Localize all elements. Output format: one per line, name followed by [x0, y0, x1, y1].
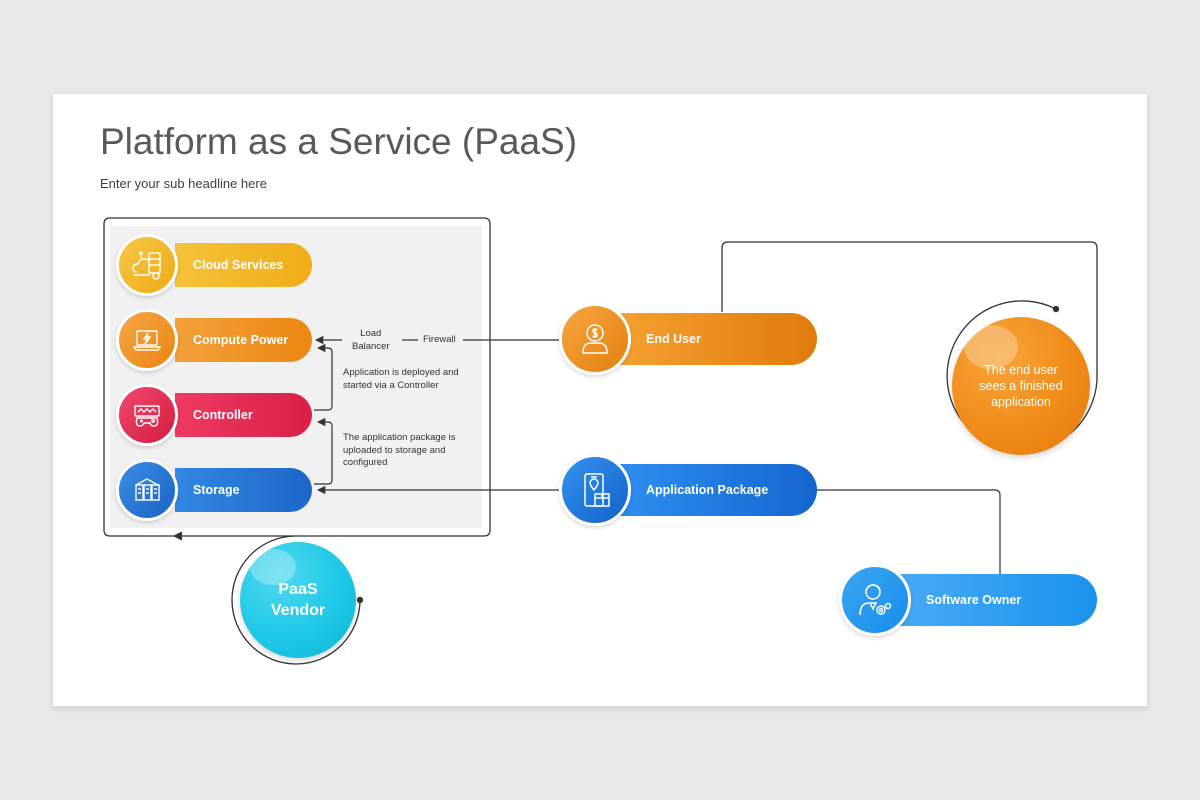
end-user-note-gloss [964, 325, 1018, 369]
vendor-ring-dot [356, 596, 364, 604]
end-user-note-circle: The end user sees a finished application [952, 317, 1090, 455]
software-owner-badge [839, 564, 911, 636]
stack-frame-line [103, 217, 491, 541]
firewall-label: Firewall [423, 334, 456, 345]
vendor-ring [231, 535, 361, 665]
compute-power-pill: Compute Power [175, 318, 312, 362]
storage-cabinet-icon [135, 478, 160, 501]
software-owner-pill: Software Owner [900, 574, 1097, 626]
end-user-badge [559, 303, 631, 375]
paas-vendor-text: PaaS Vendor [270, 581, 326, 619]
compute-power-badge [116, 309, 178, 371]
owner-line [805, 489, 1001, 582]
end-user-loop-dot [1052, 305, 1060, 313]
cloud-services-pill: Cloud Services [175, 243, 312, 287]
controller-label: Controller [193, 408, 253, 422]
controller-pill: Controller [175, 393, 312, 437]
software-owner-label: Software Owner [926, 593, 1022, 607]
page-title: Platform as a Service (PaaS) [100, 121, 578, 162]
storage-label: Storage [193, 483, 240, 497]
application-package-badge [559, 454, 631, 526]
paas-vendor-circle: PaaS Vendor [240, 542, 356, 658]
deploy-bracket [314, 343, 333, 411]
cloud-services-badge [116, 234, 178, 296]
user-dollar-icon [582, 324, 608, 354]
load-balancer-label: Load Balancer [352, 328, 390, 352]
deployed-note: Application is deployed and started via … [343, 367, 459, 391]
application-package-label: Application Package [646, 483, 769, 497]
cloud-server-icon [132, 251, 161, 280]
cloud-services-label: Cloud Services [193, 258, 284, 272]
end-user-note-text: The end user sees a finished application [979, 363, 1063, 409]
end-user-pill: End User [620, 313, 817, 365]
person-gears-icon [859, 584, 892, 616]
game-controller-icon [134, 405, 160, 427]
compute-power-label: Compute Power [193, 333, 289, 347]
page-subtitle: Enter your sub headline here [100, 176, 267, 191]
upload-bracket [314, 417, 333, 485]
paas-vendor-gloss [250, 549, 296, 585]
laptop-lightning-icon [132, 330, 162, 351]
application-package-pill: Application Package [620, 464, 817, 516]
storage-badge [116, 459, 178, 521]
storage-pill: Storage [175, 468, 312, 512]
controller-badge [116, 384, 178, 446]
mobile-package-icon [584, 473, 610, 507]
package-note: The application package is uploaded to s… [343, 432, 456, 468]
end-user-label: End User [646, 332, 701, 346]
